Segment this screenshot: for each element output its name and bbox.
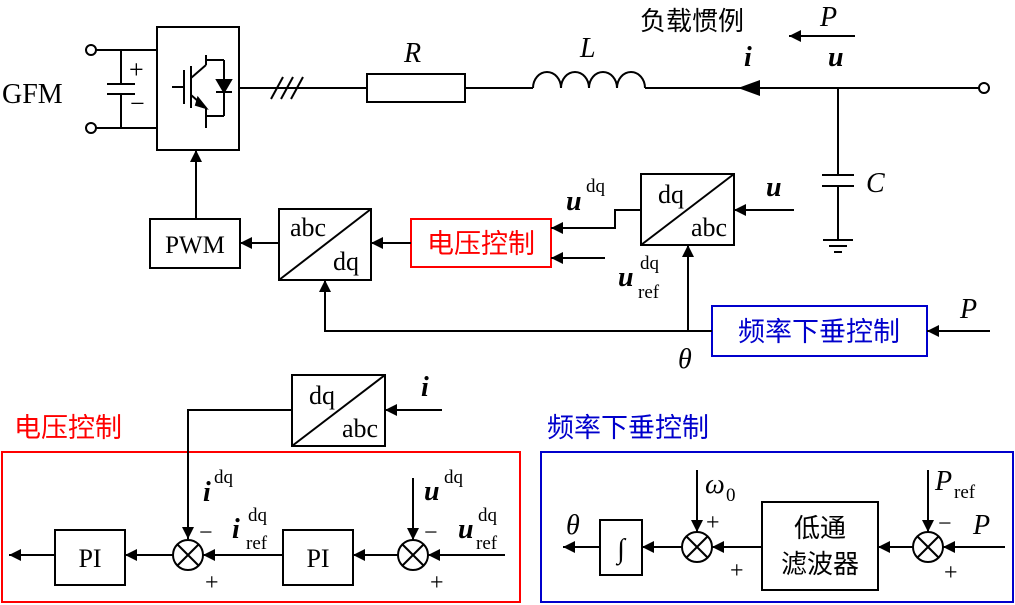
dc-minus-sign: − (130, 89, 145, 118)
dq-abc-top: dq (658, 180, 684, 209)
voltage-control-detail: 电压控制 dq abc i i dq PI PI − + − + (1, 372, 521, 603)
p-input-label: P (972, 510, 990, 541)
inductor-label: L (579, 33, 596, 64)
igbt-symbol (172, 55, 233, 128)
uref-label-base: u (618, 262, 634, 293)
voltage-detail-title: 电压控制 (14, 413, 122, 444)
lpf-block (761, 501, 879, 591)
voltage-control-label: 电压控制 (427, 229, 535, 260)
psum-plus: + (944, 560, 958, 586)
dc-terminal-bottom (85, 122, 97, 134)
dqabc-input-u: u (766, 172, 782, 203)
three-phase-ticks (270, 76, 304, 100)
gfm-label: GFM (2, 79, 63, 110)
abc-dq-diagonal (278, 208, 372, 281)
idq-label-sup: dq (214, 467, 234, 488)
iref-label-sup: dq (248, 505, 268, 526)
power-circuit: GFM + − (2, 2, 990, 253)
theta-label: θ (678, 344, 692, 375)
current-dq-abc-bottom: abc (342, 414, 378, 443)
idq-label-base: i (203, 477, 211, 508)
omega-sum-plus-top: + (706, 510, 720, 536)
dc-wires (96, 49, 157, 129)
idq-feedback-line (182, 409, 292, 539)
droop-detail-title: 频率下垂控制 (547, 413, 709, 444)
psum-minus: − (938, 511, 952, 537)
abc-dq-bottom: dq (333, 247, 359, 276)
current-label: i (744, 42, 752, 73)
pwm-label: PWM (165, 232, 225, 259)
abc-dq-top: abc (290, 213, 326, 242)
integrator-symbol: ∫ (615, 534, 627, 566)
omega0-sub: 0 (726, 485, 736, 506)
pi-block-2-label: PI (306, 544, 329, 573)
inductor (532, 71, 646, 89)
iref-label-base: i (232, 514, 240, 545)
pi-block-1 (54, 529, 126, 586)
pi-block-2 (282, 529, 354, 586)
udq-label-base: u (566, 186, 582, 217)
pwm-block (149, 218, 241, 269)
iref-label-sub: ref (246, 533, 268, 554)
current-input-i: i (421, 372, 429, 403)
uref-label-sub: ref (638, 282, 660, 303)
load-convention-label: 负载惯例 (640, 7, 744, 37)
control-loop: PWM abc dq 电压控制 dq abc u u dq u dq ref 频… (149, 150, 990, 375)
dc-plus-sign: + (129, 55, 144, 84)
dc-terminal-top (85, 44, 97, 56)
droop-control-label: 频率下垂控制 (738, 317, 900, 348)
vd-uref-label-sub: ref (476, 533, 498, 554)
voltage-sum-minus: − (424, 520, 438, 546)
lpf-line2: 滤波器 (781, 550, 859, 580)
vd-uref-label-base: u (458, 514, 474, 545)
omega0-base: ω (705, 469, 725, 500)
power-p-label: P (819, 2, 837, 33)
dq-abc-bottom: abc (691, 213, 727, 242)
current-sum-plus: + (205, 570, 219, 596)
vd-udq-label-sup: dq (444, 467, 464, 488)
vd-uref-label-sup: dq (478, 505, 498, 526)
current-sum-minus: − (199, 520, 213, 546)
vd-udq-label-base: u (424, 476, 440, 507)
droop-detail-frame (540, 451, 1014, 603)
capacitor-label: C (866, 168, 885, 199)
current-dq-abc-top: dq (309, 381, 335, 410)
resistor-label: R (403, 38, 421, 69)
lpf-line1: 低通 (794, 514, 846, 544)
current-arrow (738, 80, 760, 96)
uref-label-sup: dq (640, 253, 660, 274)
current-dq-abc-diagonal (291, 374, 386, 447)
pref-sub: ref (954, 482, 976, 503)
droop-control-detail: 频率下垂控制 ∫ θ ω 0 + + 低通 滤波器 P r (540, 413, 1014, 603)
pref-base: P (934, 466, 952, 497)
dq-abc-diagonal (640, 173, 735, 246)
udq-feedback-line (551, 209, 641, 234)
grid-terminal (978, 82, 990, 94)
droop-theta-label: θ (566, 510, 580, 541)
theta-to-abcdq (319, 280, 688, 332)
voltage-label: u (828, 42, 844, 73)
resistor (366, 73, 466, 103)
voltage-sum-plus: + (430, 570, 444, 596)
omega-sum-junction (681, 531, 713, 563)
udq-label-sup: dq (586, 176, 606, 197)
voltage-detail-frame (1, 451, 521, 603)
pi-block-1-label: PI (78, 544, 101, 573)
omega-sum-plus-bottom: + (730, 558, 744, 584)
voltage-sum-junction (397, 539, 429, 571)
droop-input-p: P (959, 294, 977, 325)
ground-symbol (823, 239, 853, 253)
